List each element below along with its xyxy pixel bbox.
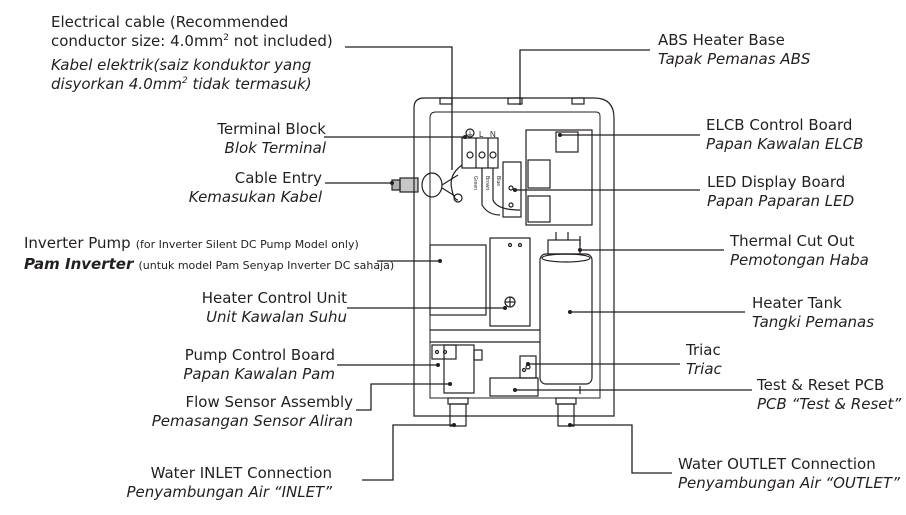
label-abs-heater-base: ABS Heater Base Tapak Pemanas ABS — [658, 31, 811, 68]
label-thermal-cut-out: Thermal Cut Out Pemotongan Haba — [730, 232, 869, 269]
heater-control-unit — [489, 237, 531, 327]
housing-outline — [413, 97, 615, 417]
label-led-display: LED Display Board Papan Paparan LED — [707, 173, 855, 210]
label-cable-entry: Cable Entry Kemasukan Kabel — [188, 169, 322, 206]
terminal-live-mark: L — [479, 130, 484, 139]
label-flow-sensor: Flow Sensor Assembly Pemasangan Sensor A… — [151, 393, 353, 430]
label-water-inlet: Water INLET Connection Penyambungan Air … — [126, 464, 332, 501]
flow-sensor-block — [443, 344, 475, 394]
cable-entry-gland — [399, 177, 419, 193]
triac-block — [519, 355, 537, 379]
inverter-pump-box — [429, 244, 487, 316]
label-inverter-pump: Inverter Pump (for Inverter Silent DC Pu… — [24, 234, 395, 273]
label-water-outlet: Water OUTLET Connection Penyambungan Air… — [678, 455, 900, 492]
wire-label-blue: Blue — [495, 176, 501, 186]
wire-label-brown: Brown — [484, 176, 490, 190]
outlet-fitting — [557, 403, 575, 427]
thermal-cut-out — [547, 239, 581, 255]
elcb-board — [525, 129, 593, 226]
wire-earth — [450, 164, 463, 201]
label-elcb: ELCB Control Board Papan Kawalan ELCB — [706, 116, 864, 153]
top-tab-left — [439, 97, 453, 105]
leader-inlet — [362, 424, 454, 481]
label-heater-control-unit: Heater Control Unit Unit Kawalan Suhu — [201, 289, 347, 326]
wire-neutral — [492, 168, 521, 211]
leader-outlet — [570, 424, 672, 474]
label-triac: Triac Triac — [686, 341, 722, 378]
inner-panel — [429, 111, 601, 399]
terminal-block — [461, 137, 499, 169]
label-terminal-block: Terminal Block Blok Terminal — [217, 120, 326, 157]
top-tab-right — [571, 97, 585, 105]
terminal-earth-mark: ⏚ — [466, 130, 474, 139]
wire-label-green: Green — [472, 176, 478, 190]
label-test-reset: Test & Reset PCB PCB “Test & Reset” — [757, 376, 902, 413]
top-tab-center — [507, 97, 523, 105]
leader-abs-base — [519, 49, 650, 105]
label-electrical-cable: Electrical cable (Recommended conductor … — [51, 13, 333, 93]
test-reset-pcb — [489, 377, 539, 397]
wire-live — [481, 168, 501, 216]
label-pump-control-board: Pump Control Board Papan Kawalan Pam — [183, 346, 335, 383]
leader-flow-sensor — [356, 383, 450, 411]
label-heater-tank: Heater Tank Tangki Pemanas — [752, 294, 875, 331]
leader-electrical-cable — [345, 46, 453, 170]
terminal-neutral-mark: N — [490, 130, 496, 139]
inlet-fitting — [449, 403, 467, 427]
